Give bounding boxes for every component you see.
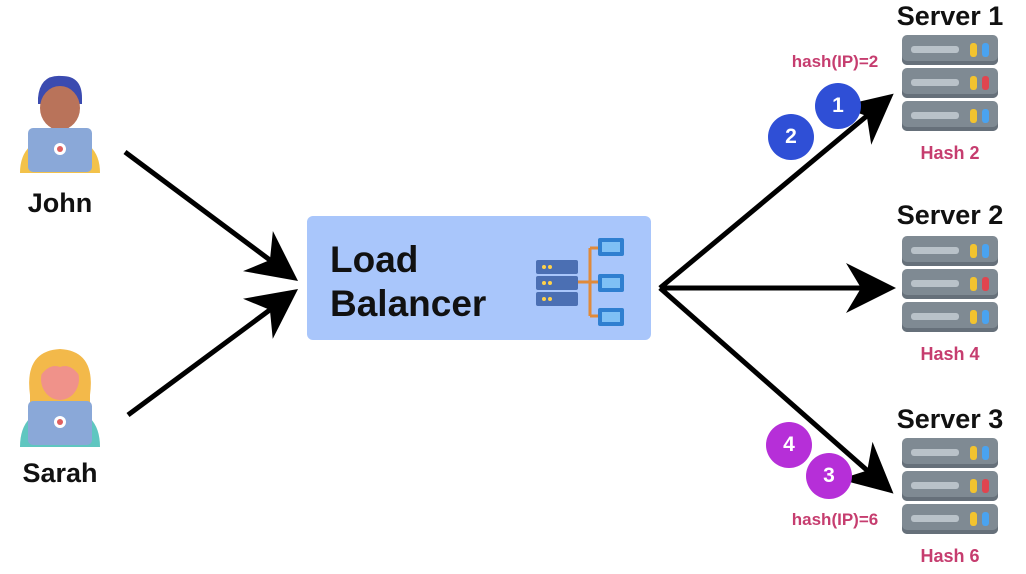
load-balancer-box: [307, 216, 651, 340]
sarah-user-icon: [20, 349, 100, 447]
request-badge-3: 3: [806, 453, 852, 499]
john-label: John: [27, 188, 93, 218]
server-2-title: Server 2: [896, 200, 1004, 230]
server-2-icon: [902, 236, 998, 335]
server-2-hash: Hash 4: [920, 344, 980, 364]
arrow-lb-to-server3: [658, 286, 894, 494]
server-3-icon: [902, 438, 998, 537]
request-badge-1: 1: [815, 83, 861, 129]
request-badge-2: 2: [768, 114, 814, 160]
server-3-hash-ip: hash(IP)=6: [791, 510, 879, 529]
request-badge-4: 4: [766, 422, 812, 468]
server-1-title: Server 1: [896, 1, 1004, 31]
server-1-icon: [902, 35, 998, 134]
sarah-label: Sarah: [22, 458, 98, 488]
server-1-hash-ip: hash(IP)=2: [791, 52, 879, 71]
load-balancer-line1: Load: [330, 239, 419, 280]
arrow-john-to-lb: [123, 149, 299, 281]
server-1-hash: Hash 2: [920, 143, 980, 163]
server-3-hash: Hash 6: [920, 546, 980, 566]
arrow-sarah-to-lb: [126, 289, 299, 418]
john-user-icon: [20, 75, 100, 173]
load-balancer-label: Load Balancer: [330, 238, 486, 326]
network-server-icon: [536, 238, 624, 326]
load-balancer-line2: Balancer: [330, 283, 487, 324]
server-3-title: Server 3: [896, 404, 1004, 434]
arrow-lb-to-server1: [658, 93, 894, 290]
